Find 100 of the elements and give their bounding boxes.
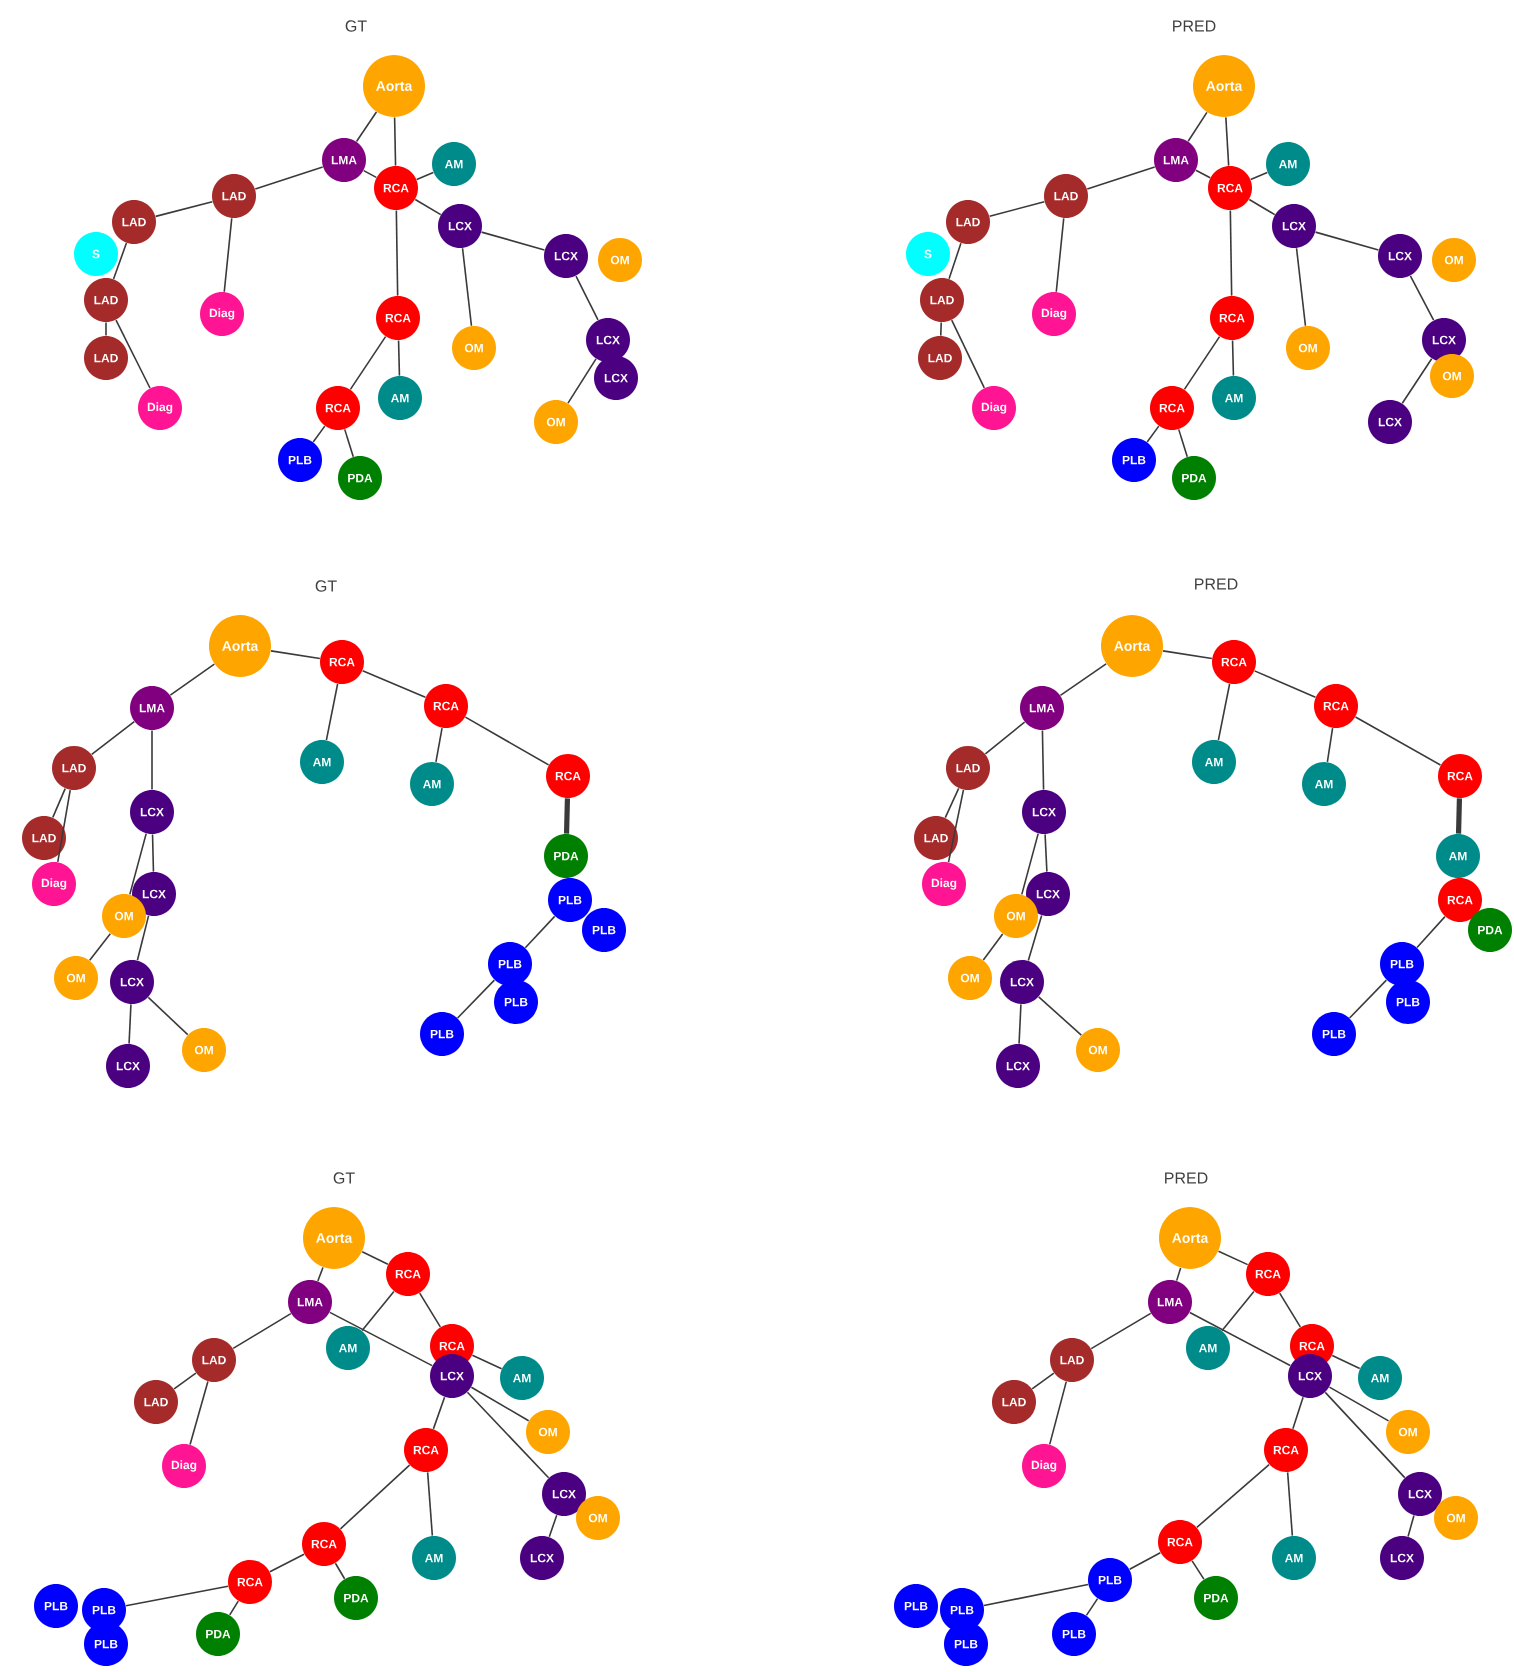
edge-line [947, 789, 965, 863]
edge-line [1146, 425, 1160, 443]
edge-line [548, 1514, 558, 1538]
edge-line [189, 1380, 209, 1446]
edge-line [480, 231, 546, 251]
panel-title: PRED [1173, 20, 1216, 32]
edge-line [154, 200, 214, 218]
edge-line [223, 217, 233, 293]
edge-line [1183, 335, 1221, 391]
edge-line [228, 1600, 240, 1616]
edge-line [169, 663, 216, 696]
edge-line [151, 833, 155, 873]
edge-line [393, 116, 397, 167]
edge-line [1044, 833, 1048, 873]
edge-line [1407, 1514, 1415, 1538]
edge-line [1324, 1391, 1406, 1479]
panel-title: PRED [1165, 1172, 1208, 1184]
edge-line [329, 1311, 433, 1367]
edge-line [414, 198, 442, 216]
edge-line [471, 1354, 503, 1370]
edge-line [1348, 979, 1388, 1019]
edge-line [1196, 1463, 1270, 1529]
edge-line [524, 915, 556, 949]
edge-line [90, 720, 136, 756]
edge-line [1225, 116, 1230, 167]
edge-line [1085, 1597, 1099, 1617]
edge-line [984, 721, 1026, 755]
edge-line [575, 275, 599, 321]
edge-line [1128, 1551, 1162, 1571]
edge-line [456, 979, 496, 1019]
edge-line [415, 171, 435, 181]
edge-line [57, 789, 71, 863]
edge-line [1455, 798, 1463, 834]
edge-line [317, 1266, 324, 1282]
edge-line [1031, 1372, 1055, 1390]
edge-line [1037, 996, 1083, 1036]
edge-line [1221, 1290, 1255, 1332]
edge-line [983, 1583, 1089, 1607]
edge-line [435, 727, 443, 763]
edge-line [426, 1471, 434, 1537]
edge-line [1278, 1292, 1302, 1328]
edge-line [461, 247, 473, 327]
edge-line [567, 358, 597, 404]
edge-line [151, 729, 153, 791]
edge-line [362, 169, 378, 179]
edge-line [361, 1250, 389, 1265]
edge-line [125, 1585, 229, 1607]
edge-line [1162, 650, 1213, 660]
edge-line [105, 321, 107, 337]
edge-line [1229, 209, 1233, 297]
edge-line [1189, 1311, 1291, 1367]
edge-line [1191, 1560, 1205, 1580]
edge-line [464, 716, 550, 766]
panel-title: GT [345, 20, 367, 32]
edge-line [325, 683, 339, 741]
edge-line [982, 933, 1004, 961]
edge-line [1286, 1471, 1294, 1537]
edge-line [270, 650, 321, 660]
edge-line [128, 1003, 132, 1045]
edge-line [312, 425, 326, 443]
edge-line [1175, 1267, 1182, 1282]
edge-line [349, 335, 387, 391]
edge-line [232, 1312, 292, 1350]
edge-line [343, 428, 355, 458]
edge-line [1331, 1354, 1361, 1370]
edge-line [355, 111, 378, 143]
edge-line [1295, 247, 1307, 327]
edge-line [129, 832, 147, 896]
edge-line [115, 319, 151, 389]
edge-line [1416, 915, 1446, 949]
edge-line [1354, 716, 1442, 766]
edge-line [1328, 1386, 1390, 1422]
edge-line [254, 166, 324, 190]
edge-line [950, 319, 986, 389]
edge-line [1401, 357, 1433, 405]
edge-line [1409, 275, 1435, 321]
edge-line [944, 787, 960, 819]
edge-line [948, 242, 962, 280]
edge-line [269, 1553, 305, 1573]
edge-line [136, 914, 150, 962]
edge-line [1055, 217, 1065, 293]
edge-line [1292, 1396, 1304, 1430]
edge-line [339, 1464, 411, 1530]
edge-line [1314, 231, 1380, 251]
edge-line [939, 321, 943, 337]
edge-line [1177, 428, 1189, 458]
edge-line [1326, 727, 1334, 763]
edge-line [1027, 914, 1043, 962]
edge-line [466, 1391, 550, 1479]
edge-line [1086, 166, 1156, 190]
edge-line [432, 1396, 446, 1430]
edge-line [1249, 171, 1269, 181]
edge-line [361, 1290, 395, 1332]
edge-line [470, 1386, 530, 1422]
edge-line [1248, 198, 1276, 216]
edge-line [112, 242, 128, 280]
edge-line [1090, 1312, 1152, 1350]
edge-line [563, 798, 571, 834]
edge-line [1217, 1250, 1249, 1266]
edge-line [334, 1562, 346, 1580]
